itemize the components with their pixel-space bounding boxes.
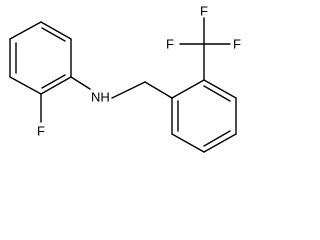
double-bond-inner: [41, 74, 66, 89]
bond-methylene-ring: [144, 81, 173, 99]
bond: [171, 79, 205, 99]
cf3-left-fluorine-label: F: [166, 37, 174, 52]
fluorine-atom-label: F: [37, 124, 45, 139]
left-benzene-ring: [9, 21, 72, 95]
bond: [203, 133, 237, 153]
right-benzene-ring: [171, 79, 237, 153]
bond: [203, 79, 237, 99]
bond-ring-nitrogen: [70, 76, 91, 90]
bond: [40, 21, 72, 40]
double-bond-inner: [203, 85, 231, 102]
double-bond-inner: [41, 27, 66, 42]
cf3-right-fluorine-label: F: [233, 37, 241, 52]
bond: [9, 21, 42, 40]
bond-nitrogen-methylene: [111, 81, 146, 99]
cf3-top-fluorine-label: F: [200, 4, 208, 19]
bond: [171, 133, 205, 153]
amine-atom-label: NH: [91, 90, 110, 105]
chemical-structure: F NH F F F: [9, 4, 241, 153]
bond: [40, 76, 72, 95]
bond: [9, 76, 42, 95]
double-bond-inner: [203, 130, 231, 147]
